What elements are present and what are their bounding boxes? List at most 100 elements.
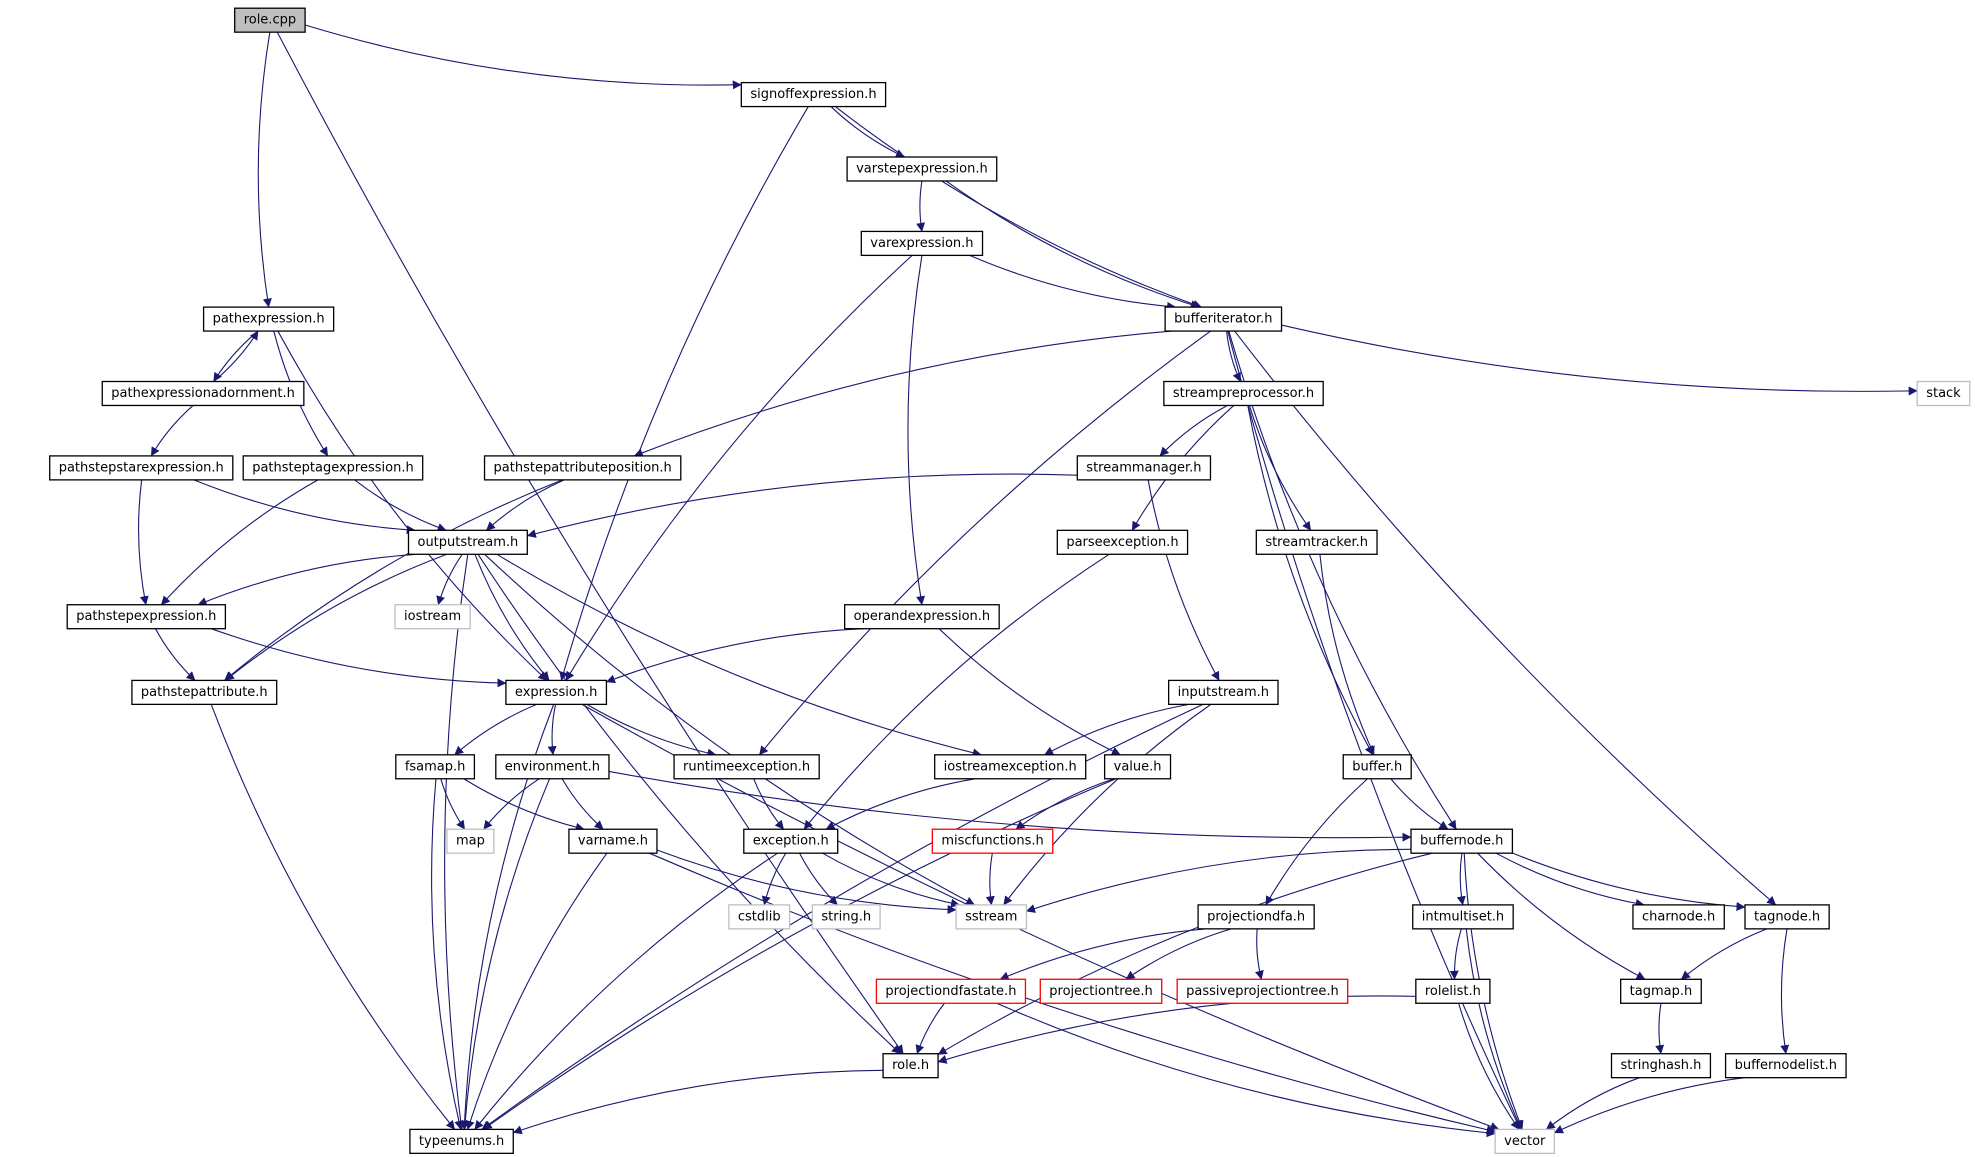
node-runtimeexception-h[interactable]: runtimeexception.h — [673, 754, 820, 780]
node-box — [1076, 455, 1212, 481]
node-stack[interactable]: stack — [1916, 380, 1971, 407]
node-box — [568, 828, 658, 854]
edge-pathsteptagexpression-h-to-pathstepexpression-h — [160, 479, 319, 606]
node-label: iostream — [404, 609, 461, 624]
edge — [197, 553, 417, 606]
edge — [154, 628, 196, 681]
node-buffer-h[interactable]: buffer.h — [1342, 754, 1412, 780]
node-streampreprocessor-h[interactable]: streampreprocessor.h — [1163, 380, 1324, 407]
node-label: fsamap.h — [405, 759, 466, 774]
node-box — [1916, 380, 1971, 407]
node-buffernode-h[interactable]: buffernode.h — [1410, 828, 1514, 854]
node-box — [1163, 380, 1324, 407]
node-sstream[interactable]: sstream — [955, 904, 1028, 930]
node-label: iostreamexception.h — [944, 759, 1077, 774]
node-box — [1494, 1128, 1556, 1154]
node-pathstepstarexpression-h[interactable]: pathstepstarexpression.h — [49, 455, 234, 481]
edge-environment-h-to-buffernode-h — [608, 770, 1412, 842]
node-bufferiterator-h[interactable]: bufferiterator.h — [1164, 306, 1283, 332]
node-expression-h[interactable]: expression.h — [505, 679, 608, 706]
edge-pathexpressionadornment-h-to-pathstepstarexpression-h — [150, 405, 194, 457]
node-pathstepattribute-h[interactable]: pathstepattribute.h — [131, 679, 278, 706]
node-intmultiset-h[interactable]: intmultiset.h — [1412, 904, 1514, 930]
edge-signoffexpression-h-to-expression-h — [559, 106, 809, 681]
node-value-h[interactable]: value.h — [1103, 754, 1172, 780]
edge — [1465, 928, 1523, 1130]
edge — [1248, 405, 1312, 531]
node-box — [1342, 754, 1412, 780]
node-label: buffernode.h — [1420, 834, 1503, 849]
node-miscfunctions-h[interactable]: miscfunctions.h — [931, 828, 1054, 854]
node-projectiondfa-h[interactable]: projectiondfa.h — [1197, 904, 1315, 930]
node-varname-h[interactable]: varname.h — [568, 828, 658, 854]
edge — [474, 852, 778, 1130]
node-box — [673, 754, 820, 780]
edge — [633, 330, 1172, 457]
node-box — [101, 380, 305, 407]
edge — [463, 778, 585, 832]
node-projectiondfastate-h[interactable]: projectiondfastate.h — [875, 978, 1027, 1004]
node-rolelist-h[interactable]: rolelist.h — [1415, 978, 1491, 1004]
node-streamtracker-h[interactable]: streamtracker.h — [1255, 529, 1378, 555]
edge — [761, 852, 787, 906]
node-charnode-h[interactable]: charnode.h — [1632, 904, 1725, 930]
node-pathstepexpression-h[interactable]: pathstepexpression.h — [66, 604, 227, 630]
edge — [1780, 928, 1790, 1055]
node-passiveprojectiontree-h[interactable]: passiveprojectiontree.h — [1176, 978, 1349, 1004]
edge — [1265, 778, 1368, 906]
node-label: expression.h — [515, 685, 598, 700]
edge — [559, 106, 809, 681]
node-box — [49, 455, 234, 481]
edge-exception-h-to-typeenums-h — [474, 852, 778, 1130]
node-outputstream-h[interactable]: outputstream.h — [407, 529, 528, 555]
edge — [547, 704, 557, 756]
edge-varname-h-to-sstream — [656, 849, 957, 915]
node-label: rolelist.h — [1425, 984, 1481, 999]
node-exception-h[interactable]: exception.h — [743, 828, 839, 854]
edge-pathstepattributeposition-h-to-outputstream-h — [486, 479, 565, 531]
node-streammanager-h[interactable]: streammanager.h — [1076, 455, 1212, 481]
node-role-cpp[interactable]: role.cpp — [234, 7, 306, 33]
node-buffernodelist-h[interactable]: buffernodelist.h — [1724, 1053, 1847, 1079]
node-typeenums-h[interactable]: typeenums.h — [409, 1128, 514, 1154]
node-map[interactable]: map — [446, 828, 495, 854]
edge-tagmap-h-to-stringhash-h — [1655, 1003, 1665, 1055]
edge-buffernode-h-to-charnode-h — [1495, 852, 1645, 908]
node-varexpression-h[interactable]: varexpression.h — [860, 230, 984, 257]
node-label: pathstepstarexpression.h — [59, 460, 224, 475]
node-stringhash-h[interactable]: stringhash.h — [1610, 1053, 1712, 1079]
node-projectiontree-h[interactable]: projectiontree.h — [1039, 978, 1163, 1004]
edge — [431, 778, 464, 1130]
node-iostreamexception-h[interactable]: iostreamexception.h — [934, 754, 1087, 780]
node-cstdlib[interactable]: cstdlib — [728, 904, 791, 930]
edge-runtimeexception-h-to-exception-h — [753, 778, 785, 830]
node-tagnode-h[interactable]: tagnode.h — [1744, 904, 1830, 930]
node-parseexception-h[interactable]: parseexception.h — [1056, 529, 1189, 555]
edge — [486, 479, 565, 531]
node-pathstepattributeposition-h[interactable]: pathstepattributeposition.h — [483, 455, 682, 481]
node-inputstream-h[interactable]: inputstream.h — [1168, 679, 1279, 706]
edge — [753, 778, 785, 830]
node-varstepexpression-h[interactable]: varstepexpression.h — [846, 156, 998, 182]
node-label: pathstepattributeposition.h — [494, 460, 672, 475]
node-pathexpressionadornment-h[interactable]: pathexpressionadornment.h — [101, 380, 305, 407]
node-iostream[interactable]: iostream — [394, 604, 471, 630]
edge — [460, 778, 550, 1130]
edge-buffernode-h-to-role-h — [937, 852, 1433, 1055]
edge-outputstream-h-to-typeenums-h — [444, 554, 469, 1130]
node-tagmap-h[interactable]: tagmap.h — [1620, 978, 1702, 1004]
node-signoffexpression-h[interactable]: signoffexpression.h — [740, 81, 887, 108]
edge — [484, 553, 975, 906]
node-environment-h[interactable]: environment.h — [495, 754, 610, 780]
node-box — [1039, 978, 1163, 1004]
node-label: cstdlib — [738, 909, 781, 924]
node-pathsteptagexpression-h[interactable]: pathsteptagexpression.h — [242, 455, 424, 481]
node-string-h[interactable]: string.h — [811, 904, 881, 930]
node-role-h[interactable]: role.h — [882, 1053, 939, 1079]
node-operandexpression-h[interactable]: operandexpression.h — [844, 604, 1000, 630]
node-vector[interactable]: vector — [1494, 1128, 1556, 1154]
node-fsamap-h[interactable]: fsamap.h — [395, 754, 476, 780]
node-pathexpression-h[interactable]: pathexpression.h — [202, 306, 335, 332]
edge — [276, 31, 904, 1055]
node-box — [505, 679, 608, 706]
